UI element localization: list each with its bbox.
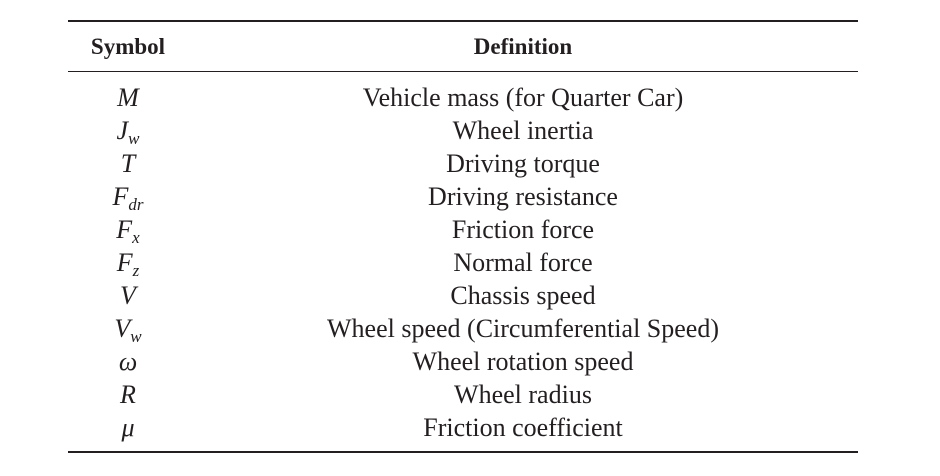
table-top-rule: [68, 20, 858, 22]
symbol-cell: Fz: [116, 248, 140, 281]
definition-cell: Friction force: [451, 214, 595, 244]
symbol-cell: Fdr: [112, 181, 144, 214]
table-bottom-rule: [68, 451, 858, 454]
table-body: M Vehicle mass (for Quarter Car) Jw Whee…: [68, 72, 858, 451]
definition-cell: Driving resistance: [428, 181, 618, 211]
definition-cell: Chassis speed: [450, 281, 596, 311]
definition-cell: Wheel rotation speed: [412, 347, 634, 377]
table-header-rule: [68, 71, 858, 72]
symbol-cell: Vw: [114, 314, 142, 347]
symbol-cell: ω: [118, 347, 138, 377]
symbol-cell: V: [120, 281, 136, 311]
table-row: M Vehicle mass (for Quarter Car): [68, 81, 858, 114]
table-row: Vw Wheel speed (Circumferential Speed): [68, 313, 858, 346]
header-definition: Definition: [473, 33, 573, 59]
symbol-cell: R: [120, 380, 136, 410]
table-row: Jw Wheel inertia: [68, 114, 858, 147]
table-row: Fdr Driving resistance: [68, 180, 858, 213]
definition-cell: Wheel radius: [454, 380, 592, 410]
table-row: Fz Normal force: [68, 246, 858, 279]
symbol-cell: μ: [121, 413, 135, 443]
table-row: μ Friction coefficient: [68, 412, 858, 445]
symbol-cell: M: [117, 82, 139, 112]
symbol-cell: T: [120, 148, 136, 178]
table-row: Fx Friction force: [68, 213, 858, 246]
header-symbol: Symbol: [90, 33, 166, 59]
table-row: ω Wheel rotation speed: [68, 346, 858, 379]
symbol-cell: Fx: [116, 214, 140, 247]
symbol-cell: Jw: [116, 115, 140, 148]
table-header-row: Symbol Definition: [68, 22, 858, 71]
definition-cell: Driving torque: [446, 148, 600, 178]
definition-cell: Vehicle mass (for Quarter Car): [362, 82, 684, 112]
table-row: T Driving torque: [68, 147, 858, 180]
definition-cell: Friction coefficient: [423, 413, 623, 443]
definition-cell: Wheel inertia: [452, 115, 594, 145]
table-row: R Wheel radius: [68, 379, 858, 412]
symbol-table: Symbol Definition M Vehicle mass (for Qu…: [68, 20, 858, 454]
table-row: V Chassis speed: [68, 280, 858, 313]
definition-cell: Normal force: [453, 248, 593, 278]
definition-cell: Wheel speed (Circumferential Speed): [327, 314, 719, 344]
